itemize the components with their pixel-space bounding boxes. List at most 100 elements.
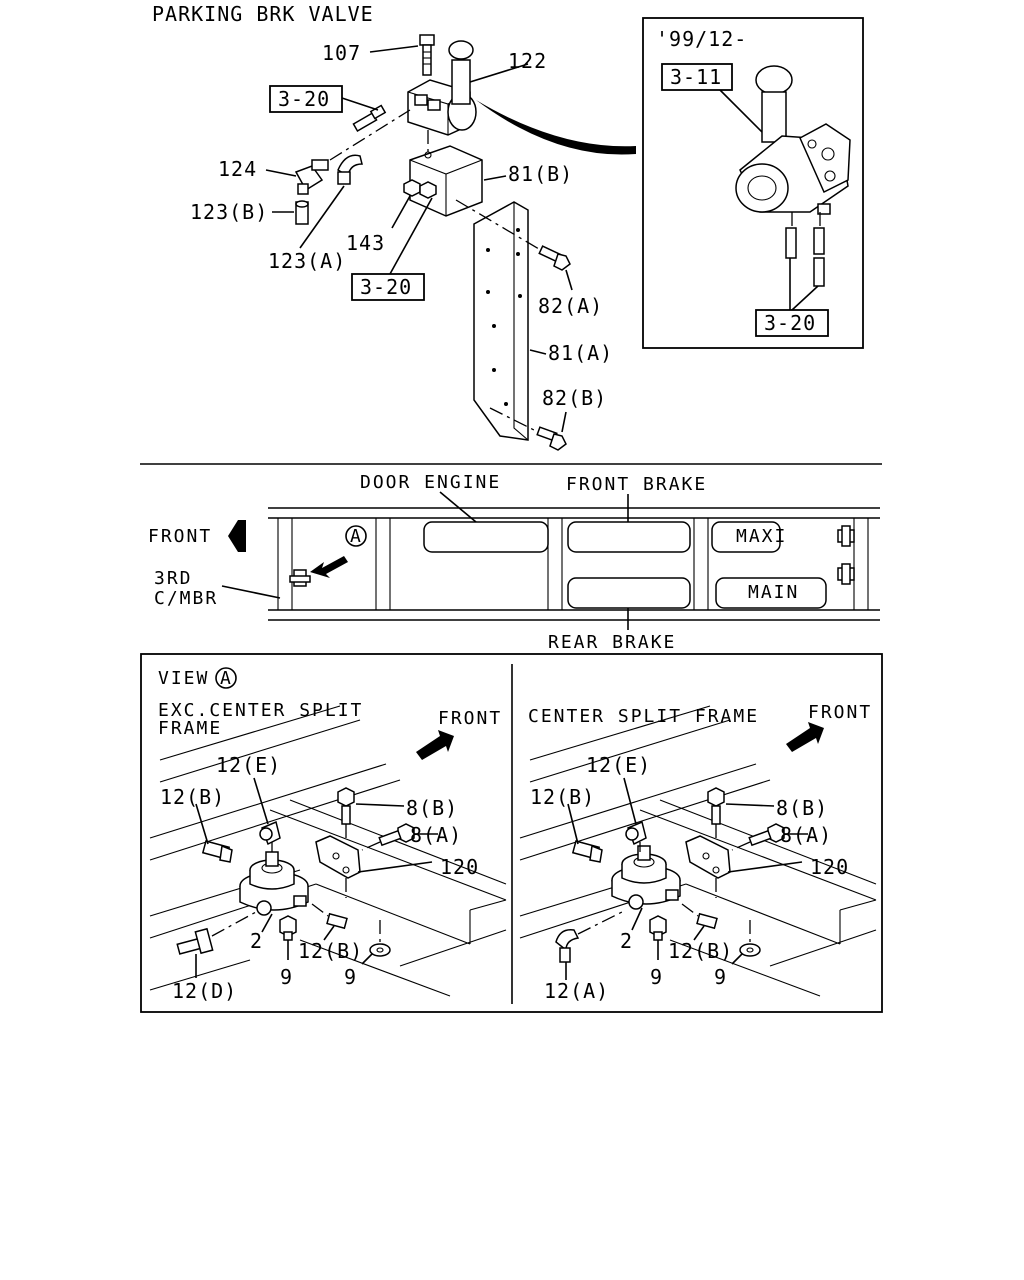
leader-81b: [483, 175, 507, 181]
leader-82a: [565, 269, 573, 291]
right-washer-9-right: [739, 920, 761, 957]
view-a-circle: [215, 667, 237, 689]
tank-maxi: [711, 521, 781, 553]
left-front-arrow-icon: [416, 730, 454, 760]
detail-arrow: [476, 100, 636, 155]
parking-brake-valve-section: PARKING BRK VALVE 107 122 3-20: [152, 2, 864, 451]
left-title-1: EXC.CENTER SPLIT: [158, 700, 363, 721]
right-leader-9-right: [731, 953, 743, 965]
right-callout-12b-top: 12(B): [530, 785, 595, 809]
left-fitting-12b-bottom: [311, 903, 348, 930]
inset-detail: '99/12- 3-11 3-20: [642, 17, 864, 349]
leader-124: [265, 169, 297, 177]
view-label: VIEW: [158, 668, 209, 689]
ref-3-20-b: 3-20: [360, 275, 412, 299]
leader-143: [391, 195, 411, 229]
right-callout-2: 2: [620, 929, 633, 953]
bolt-82a: [538, 245, 571, 271]
leader-82b: [561, 411, 567, 433]
right-fitting-12b-bottom: [681, 903, 718, 930]
ref-box-3-20-b: [351, 273, 425, 301]
fitting-123b: [295, 200, 309, 225]
right-title: CENTER SPLIT FRAME: [528, 706, 759, 727]
right-elbow-12a: [555, 909, 627, 963]
right-view-panel: CENTER SPLIT FRAME FRONT: [519, 702, 877, 1003]
right-leader-12b-bottom: [693, 925, 705, 941]
tank-door-engine: [423, 521, 549, 553]
assembly-line: [329, 109, 411, 161]
left-bolt-8a: [361, 823, 415, 851]
callout-123b: 123(B): [190, 200, 268, 224]
view-frame: [140, 653, 883, 1013]
left-relay-valve-2: [239, 851, 309, 916]
left-callout-12b-bottom: 12(B): [298, 939, 363, 963]
section-title: PARKING BRK VALVE: [152, 2, 374, 26]
callout-81a: 81(A): [548, 341, 613, 365]
label-front-brake: FRONT BRAKE: [566, 474, 707, 495]
callout-124: 124: [218, 157, 257, 181]
left-washer-9-right: [369, 920, 391, 957]
left-fitting-12d: [176, 911, 257, 955]
left-nut-9-left: [279, 915, 297, 941]
left-title-2: FRAME: [158, 718, 222, 739]
leader-3-20-b: [389, 197, 433, 275]
label-3rd: 3RD: [154, 568, 193, 589]
view-marker: A: [350, 526, 363, 547]
right-front-arrow-icon: [786, 722, 824, 752]
right-callout-9-left: 9: [650, 965, 663, 989]
bolt-107: [419, 34, 435, 76]
right-leader-2: [631, 907, 643, 931]
left-front: FRONT: [438, 708, 502, 729]
right-frame-rails: [519, 705, 877, 997]
ref-box-3-20-a: [269, 85, 343, 113]
left-fitting-12b-top: [201, 840, 233, 863]
parking-brake-valve: [407, 40, 477, 136]
frame-valve-icon: [837, 525, 855, 585]
right-callout-12e: 12(E): [586, 753, 651, 777]
label-front: FRONT: [148, 526, 212, 547]
nut-143: [403, 179, 437, 199]
left-bracket-120: [315, 835, 361, 898]
tank-rear-brake: [567, 577, 691, 609]
left-callout-8b: 8(B): [406, 796, 458, 820]
tank-front-brake: [567, 521, 691, 553]
label-maxi: MAXI: [736, 526, 787, 547]
elbow-123a: [337, 154, 363, 185]
left-callout-2: 2: [250, 929, 263, 953]
bolt-82b: [536, 426, 567, 451]
front-arrow-icon: [228, 520, 246, 552]
ref-3-20-a: 3-20: [278, 87, 330, 111]
left-leader-9-right: [361, 953, 373, 965]
label-main: MAIN: [748, 582, 799, 603]
leader-3-20-a: [341, 97, 379, 111]
callout-107: 107: [322, 41, 361, 65]
left-callout-12b-top: 12(B): [160, 785, 225, 809]
left-bolt-8b: [337, 787, 355, 842]
ref-box-3-11: [661, 63, 733, 91]
left-leader-120: [357, 861, 433, 873]
right-relay-valve-2: [611, 845, 681, 910]
leader-door-engine: [439, 491, 477, 523]
ref-3-11: 3-11: [670, 65, 722, 89]
label-rear-brake: REAR BRAKE: [548, 632, 676, 653]
pipe-fitting: [369, 104, 387, 120]
right-leader-12e: [623, 777, 637, 825]
right-fitting-12e: [625, 820, 647, 852]
leader-123a: [299, 185, 345, 249]
fitting-124: [294, 159, 329, 195]
left-callout-8a: 8(A): [410, 823, 462, 847]
right-callout-8a: 8(A): [780, 823, 832, 847]
frame-valve-icon: [289, 569, 311, 587]
left-fitting-12e: [259, 820, 281, 852]
left-callout-9-left: 9: [280, 965, 293, 989]
view-marker-circle: [345, 525, 367, 547]
right-callout-12b-bottom: 12(B): [668, 939, 733, 963]
inset-date: '99/12-: [656, 27, 747, 51]
ref-3-20-inset: 3-20: [764, 311, 816, 335]
right-callout-12a: 12(A): [544, 979, 609, 1003]
callout-122: 122: [508, 49, 547, 73]
right-bracket-120: [685, 835, 731, 898]
left-callout-9-right: 9: [344, 965, 357, 989]
left-leader-12b-top: [195, 803, 209, 845]
